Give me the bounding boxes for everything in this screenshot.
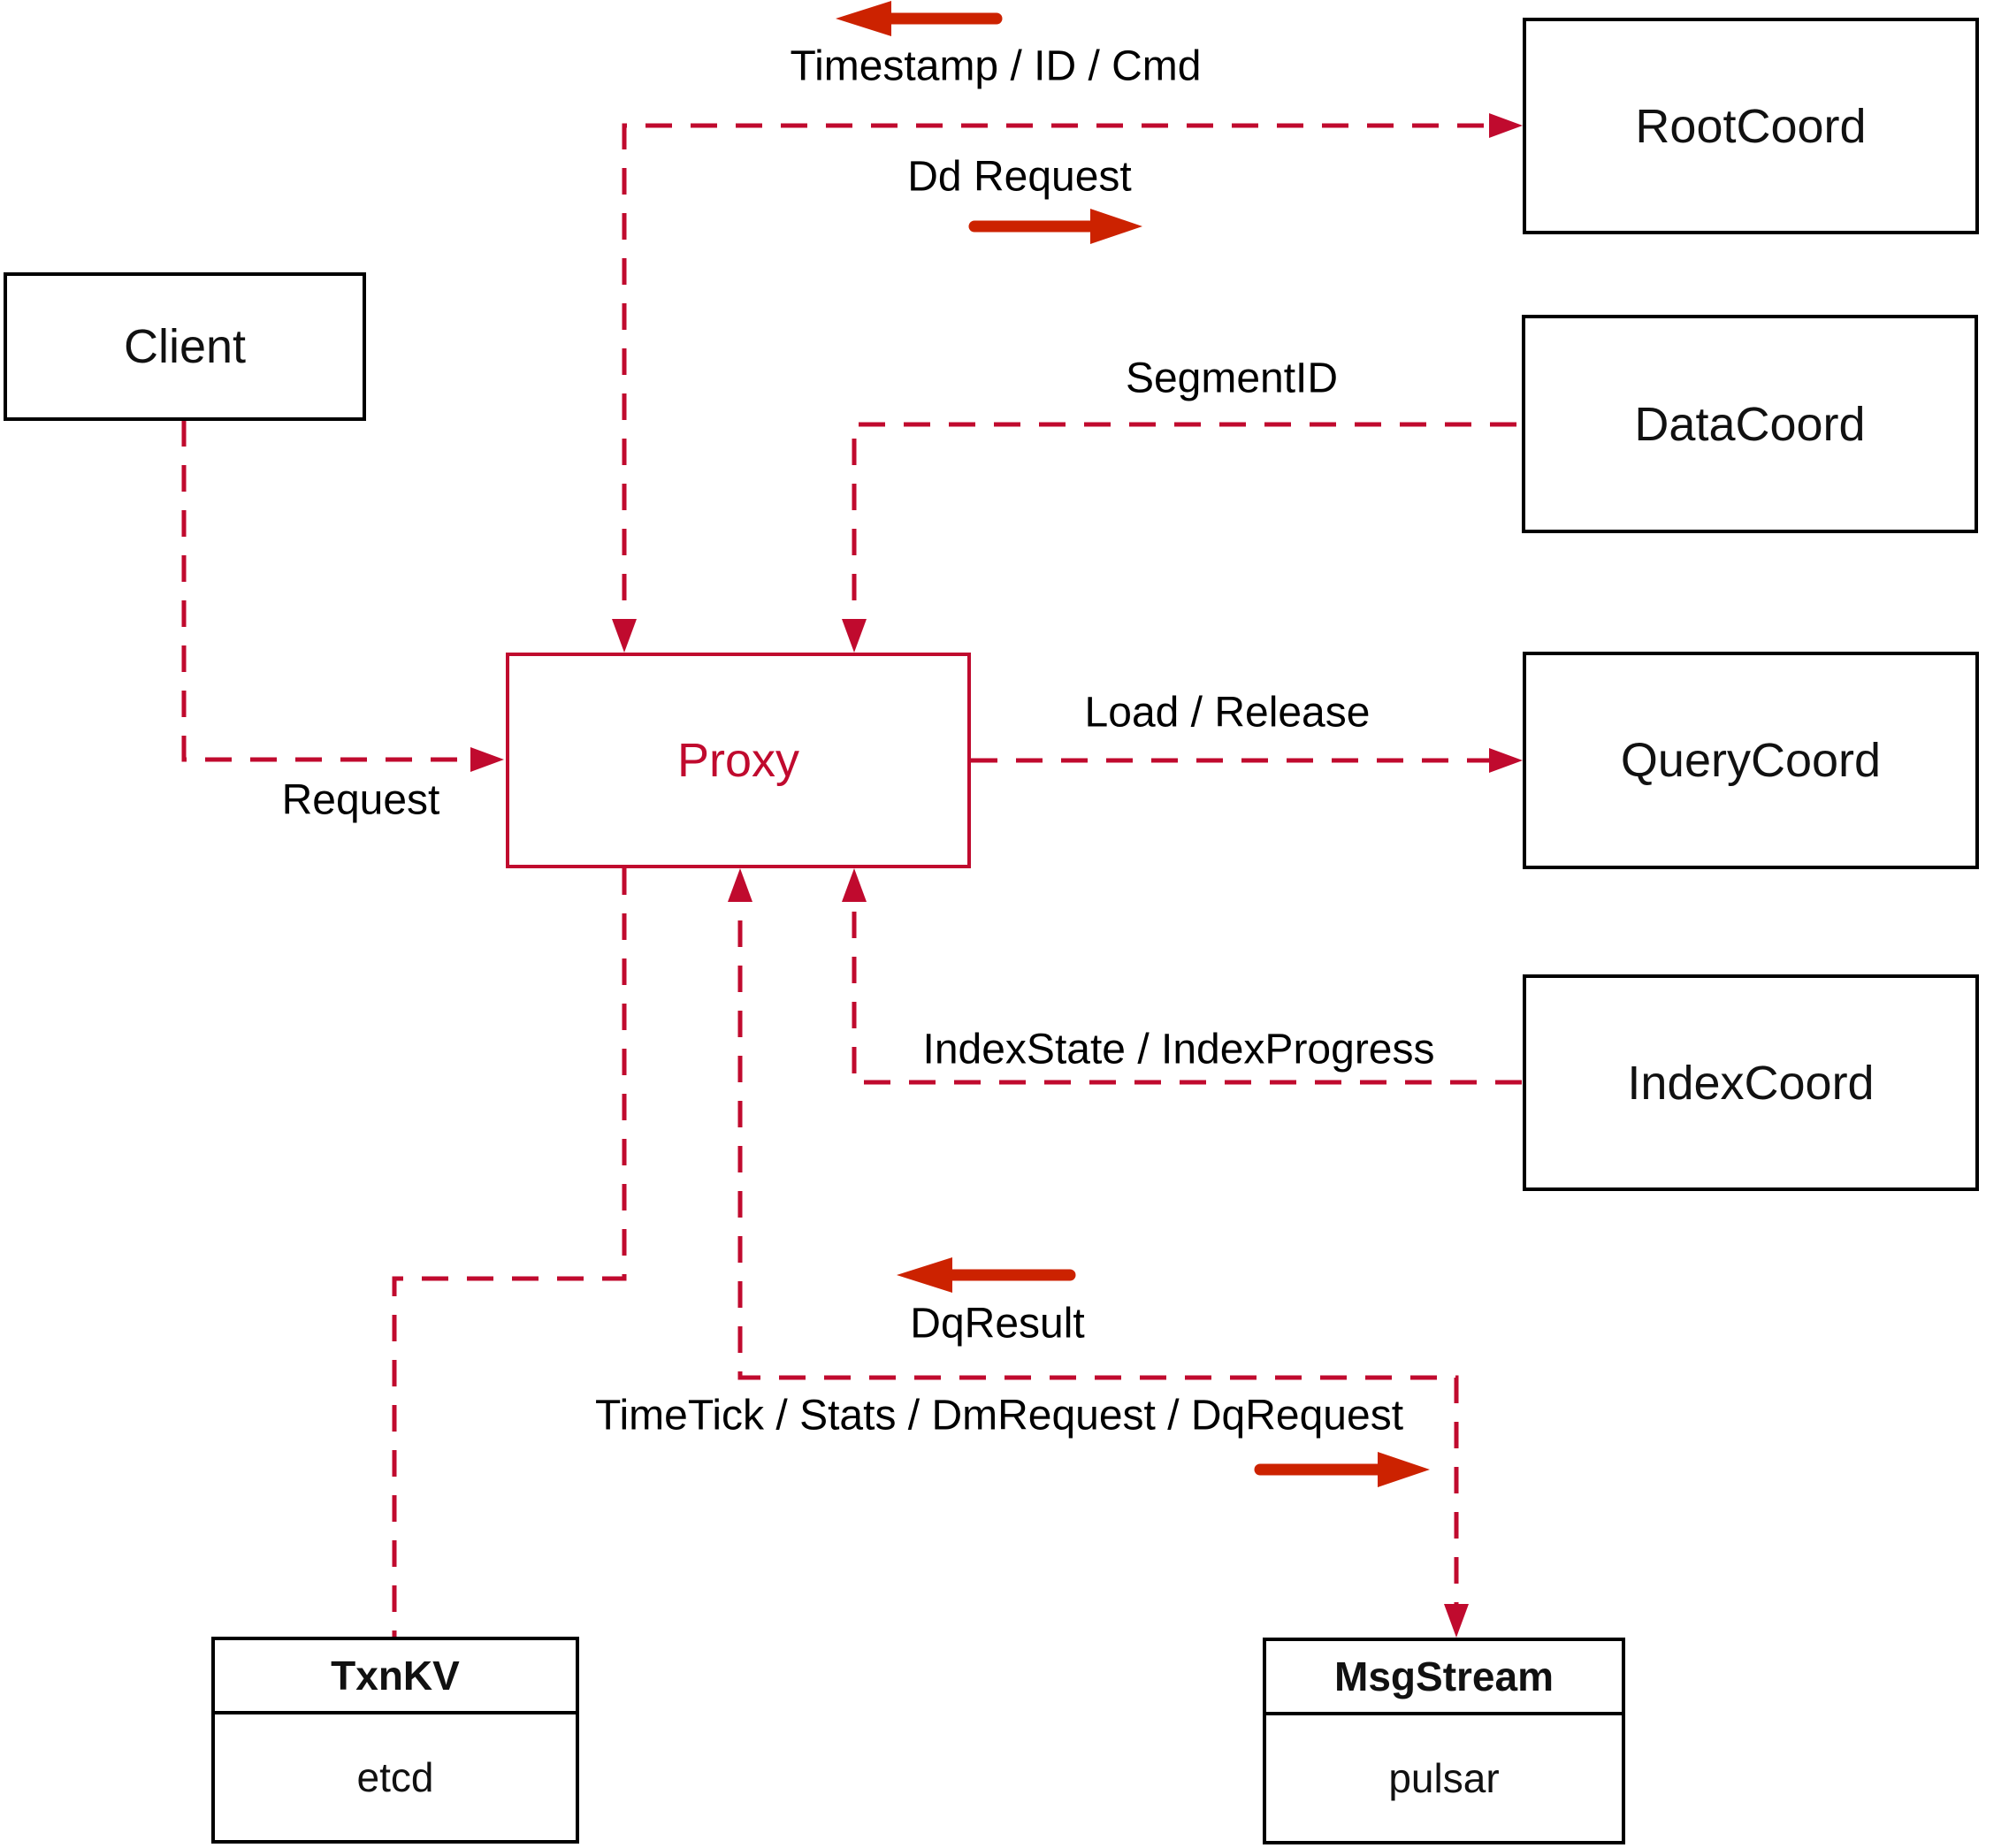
indexcoord-node: IndexCoord	[1523, 974, 1979, 1191]
direction-arrow-right-timetick-icon	[1254, 1452, 1430, 1487]
client-label: Client	[123, 320, 247, 373]
indexstate-indexprogress-label: IndexState / IndexProgress	[922, 1026, 1435, 1073]
rootcoord-node: RootCoord	[1523, 18, 1979, 234]
rootcoord-label: RootCoord	[1635, 99, 1867, 153]
msgstream-title: MsgStream	[1266, 1641, 1622, 1715]
edge-datacoord-to-proxy	[852, 422, 1522, 645]
arrowhead-into-querycoord-icon	[1489, 748, 1523, 773]
direction-arrow-right-ddrequest-icon	[968, 209, 1142, 244]
msgstream-impl: pulsar	[1388, 1755, 1500, 1801]
arrowhead-into-proxy-top-left-icon	[612, 619, 637, 653]
arrowhead-into-proxy-top-right-icon	[842, 619, 867, 653]
timestamp-id-cmd-label: Timestamp / ID / Cmd	[790, 42, 1202, 90]
dd-request-label: Dd Request	[907, 153, 1132, 201]
txnkv-impl: etcd	[356, 1754, 434, 1800]
edge-proxy-rootcoord	[622, 123, 1503, 645]
arrowhead-into-proxy-bottom-left-icon	[728, 868, 752, 902]
segmentid-label: SegmentID	[1125, 355, 1339, 402]
proxy-node: Proxy	[506, 653, 971, 868]
querycoord-node: QueryCoord	[1523, 652, 1979, 869]
direction-arrow-left-timestamp-icon	[836, 1, 1003, 36]
load-release-label: Load / Release	[1084, 689, 1371, 737]
client-node: Client	[4, 272, 366, 421]
querycoord-label: QueryCoord	[1620, 734, 1882, 787]
msgstream-node: MsgStream pulsar	[1263, 1638, 1625, 1844]
datacoord-label: DataCoord	[1634, 397, 1866, 451]
direction-arrow-left-dqresult-icon	[897, 1257, 1076, 1293]
txnkv-node: TxnKV etcd	[211, 1637, 579, 1844]
edge-proxy-msgstream	[737, 875, 1459, 1618]
dqresult-label: DqResult	[910, 1300, 1085, 1348]
indexcoord-label: IndexCoord	[1627, 1056, 1875, 1110]
arrowhead-into-rootcoord-icon	[1489, 113, 1523, 138]
arrowhead-into-proxy-left-icon	[470, 747, 504, 772]
arrowhead-into-proxy-bottom-right-icon	[842, 868, 867, 902]
edge-client-to-proxy	[181, 420, 486, 762]
txnkv-title: TxnKV	[215, 1640, 576, 1714]
proxy-label: Proxy	[676, 734, 800, 787]
datacoord-node: DataCoord	[1522, 315, 1978, 533]
request-label: Request	[281, 776, 440, 824]
edge-proxy-txnkv	[392, 868, 627, 1637]
arrowhead-into-msgstream-icon	[1444, 1604, 1469, 1638]
timetick-stats-dmrequest-dqrequest-label: TimeTick / Stats / DmRequest / DqRequest	[594, 1392, 1404, 1439]
